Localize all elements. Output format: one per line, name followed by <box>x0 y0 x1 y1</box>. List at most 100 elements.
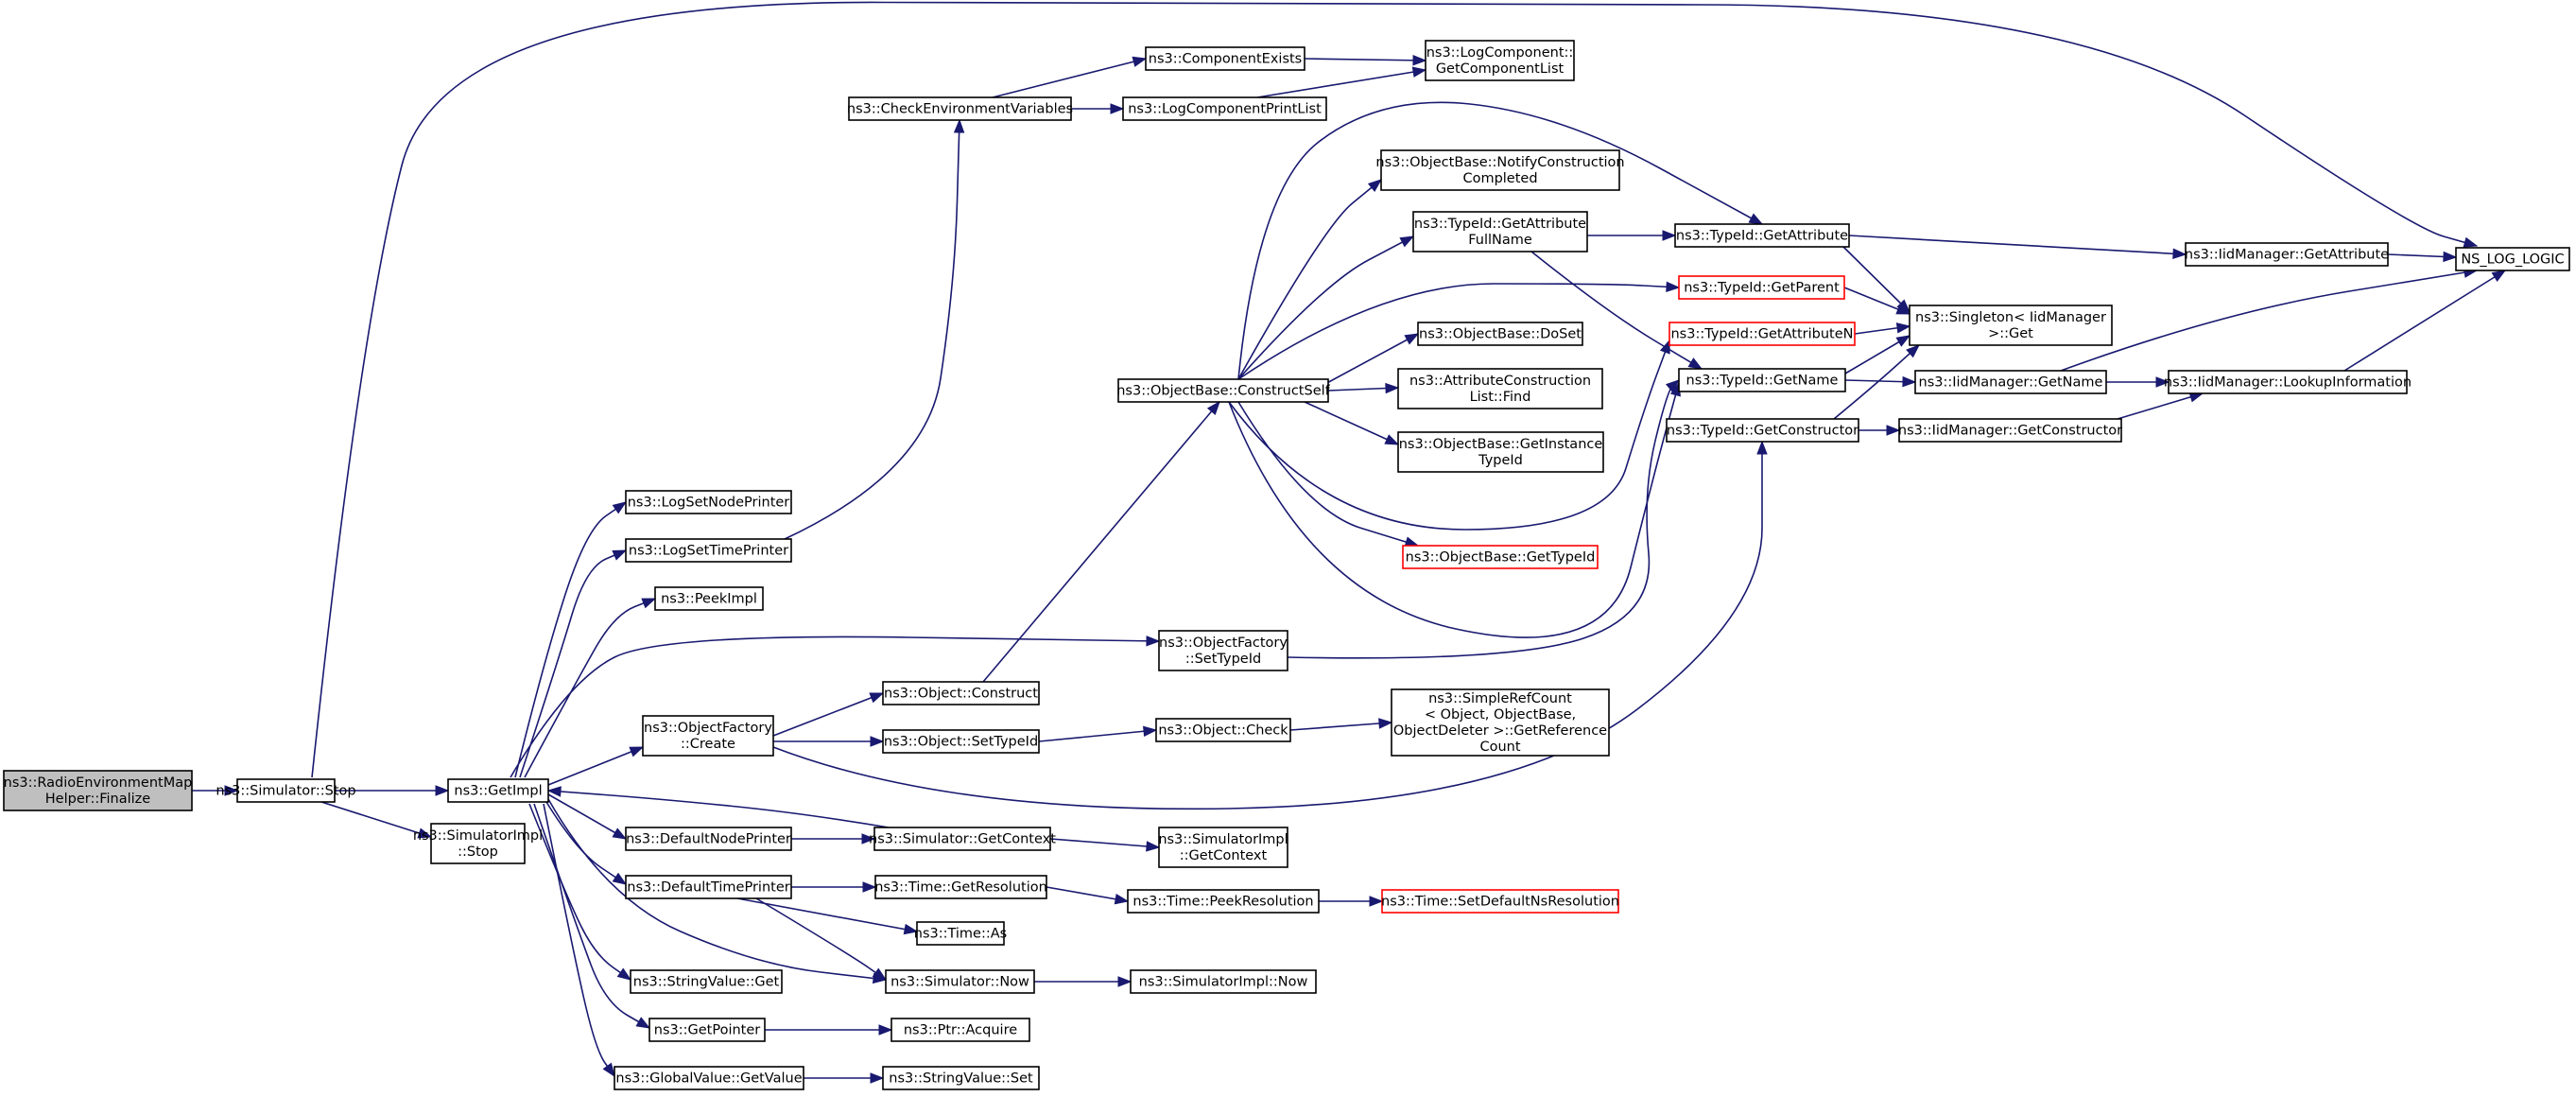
node-strvalset[interactable]: ns3::StringValue::Set <box>882 1066 1040 1090</box>
node-objcheck[interactable]: ns3::Object::Check <box>1155 718 1291 742</box>
node-label: FullName <box>1468 233 1532 248</box>
node-ofsettypeid[interactable]: ns3::ObjectFactory::SetTypeId <box>1158 630 1288 671</box>
edge-line <box>755 897 887 981</box>
edge-line <box>519 549 627 778</box>
node-setdefaultnsres[interactable]: ns3::Time::SetDefaultNsResolution <box>1381 889 1619 914</box>
node-notifyconstruction[interactable]: ns3::ObjectBase::NotifyConstructionCompl… <box>1375 149 1625 191</box>
node-globalvalget[interactable]: ns3::GlobalValue::GetValue <box>614 1066 804 1090</box>
node-iidgetattr[interactable]: ns3::IidManager::GetAttribute <box>2185 242 2389 267</box>
edge-getimpl-to-ofsettypeid <box>510 636 1161 778</box>
node-doset[interactable]: ns3::ObjectBase::DoSet <box>1417 322 1583 346</box>
node-label: ns3::Singleton< IidManager <box>1915 310 2106 325</box>
node-objconstruct[interactable]: ns3::Object::Construct <box>882 681 1040 705</box>
node-getimpl[interactable]: ns3::GetImpl <box>447 778 549 803</box>
node-box <box>236 778 336 803</box>
node-simplerefcount[interactable]: ns3::SimpleRefCount< Object, ObjectBase,… <box>1391 688 1610 757</box>
node-timegetres[interactable]: ns3::Time::GetResolution <box>874 875 1047 899</box>
node-logcompprint[interactable]: ns3::LogComponentPrintList <box>1122 96 1327 121</box>
node-deftimeprinter[interactable]: ns3::DefaultTimePrinter <box>625 875 792 899</box>
node-strvalget[interactable]: ns3::StringValue::Get <box>630 969 783 994</box>
node-box <box>885 969 1035 994</box>
edge-arrowhead <box>2491 270 2507 283</box>
edge-line <box>545 801 627 885</box>
node-box <box>1127 889 1320 914</box>
node-iidgetconstructor[interactable]: ns3::IidManager::GetConstructor <box>1898 418 2122 443</box>
node-constructself[interactable]: ns3::ObjectBase::ConstructSelf <box>1116 378 1331 403</box>
node-peekimpl[interactable]: ns3::PeekImpl <box>654 586 764 611</box>
node-typeidgetparent[interactable]: ns3::TypeId::GetParent <box>1678 275 1845 300</box>
node-compexists[interactable]: ns3::ComponentExists <box>1145 46 1305 71</box>
node-objsettypeid[interactable]: ns3::Object::SetTypeId <box>882 729 1040 754</box>
node-label: ns3::IidManager::GetConstructor <box>1898 424 2122 439</box>
edge-line <box>1228 382 1680 638</box>
node-lognodeprinter[interactable]: ns3::LogSetNodePrinter <box>625 490 792 514</box>
edge-arrowhead <box>2443 251 2458 263</box>
edge-constructself-to-attrconstrfind <box>1327 382 1400 394</box>
node-box <box>1678 275 1845 300</box>
node-box <box>874 875 1047 899</box>
node-getcomplist[interactable]: ns3::LogComponent::GetComponentList <box>1425 40 1575 81</box>
node-simgetcontext[interactable]: ns3::Simulator::GetContext <box>869 827 1056 851</box>
node-typeidgetattr[interactable]: ns3::TypeId::GetAttribute <box>1674 223 1850 248</box>
edge-ofcreate-to-objconstruct <box>772 692 885 737</box>
node-nslog[interactable]: NS_LOG_LOGIC <box>2455 247 2570 271</box>
edge-typeidgetattr-to-iidgetattr <box>1848 235 2187 259</box>
node-simimplnow[interactable]: ns3::SimulatorImpl::Now <box>1130 969 1317 994</box>
node-label: ns3::Time::As <box>914 927 1007 942</box>
edge-arrowhead <box>1114 894 1130 905</box>
edge-getimpl-to-deftimeprinter <box>545 801 628 885</box>
edge-line <box>547 746 644 786</box>
node-simstop[interactable]: ns3::Simulator::Stop <box>216 778 356 803</box>
edge-line <box>547 790 890 828</box>
edge-line <box>1848 235 2187 255</box>
node-box <box>882 681 1040 705</box>
edge-arrowhead <box>602 1062 615 1078</box>
node-box <box>882 729 1040 754</box>
node-logtimeprinter[interactable]: ns3::LogSetTimePrinter <box>625 538 792 563</box>
node-box <box>1397 368 1603 409</box>
node-label: ns3::CheckEnvironmentVariables <box>847 102 1073 117</box>
edge-compexists-to-getcomplist <box>1304 55 1427 66</box>
edge-arrowhead <box>1895 322 1911 334</box>
edge-arrowhead <box>635 1017 651 1029</box>
edge-simnow-to-simimplnow <box>1034 976 1132 987</box>
node-simimplstop[interactable]: ns3::SimulatorImpl::Stop <box>413 823 543 864</box>
edge-getattrfullname-to-typeidgetname <box>1530 251 1703 370</box>
node-box <box>1666 418 1859 443</box>
node-typeidgetattrn[interactable]: ns3::TypeId::GetAttributeN <box>1668 322 1856 346</box>
node-iidlookup[interactable]: ns3::IidManager::LookupInformation <box>2164 370 2412 394</box>
node-typeidgetname[interactable]: ns3::TypeId::GetName <box>1678 368 1846 392</box>
node-objbasegettypeid[interactable]: ns3::ObjectBase::GetTypeId <box>1402 545 1599 569</box>
node-label: ns3::TypeId::GetConstructor <box>1667 424 1859 439</box>
node-singletonget[interactable]: ns3::Singleton< IidManager >::Get <box>1909 305 2113 346</box>
node-label: ns3::Object::Check <box>1158 723 1288 739</box>
node-simimplgetcontext[interactable]: ns3::SimulatorImpl::GetContext <box>1158 827 1288 868</box>
node-box <box>2168 370 2408 394</box>
node-label: ns3::LogSetTimePrinter <box>629 544 788 559</box>
node-ptracquire[interactable]: ns3::Ptr::Acquire <box>890 1018 1030 1042</box>
node-getpointer[interactable]: ns3::GetPointer <box>648 1018 766 1042</box>
node-checkenv[interactable]: ns3::CheckEnvironmentVariables <box>847 96 1073 121</box>
edge-line <box>1046 886 1129 902</box>
edge-arrowhead <box>435 785 450 796</box>
node-simnow[interactable]: ns3::Simulator::Now <box>885 969 1035 994</box>
edge-line <box>736 897 918 932</box>
node-box <box>614 1066 804 1090</box>
node-label: ns3::TypeId::GetAttribute <box>1414 217 1586 232</box>
node-typeidgetconstructor[interactable]: ns3::TypeId::GetConstructor <box>1666 418 1859 443</box>
node-label: ns3::DefaultTimePrinter <box>627 880 789 896</box>
node-defnodeprinter[interactable]: ns3::DefaultNodePrinter <box>625 827 792 851</box>
edge-line <box>1842 246 1910 313</box>
edge-arrowhead <box>872 967 888 981</box>
node-iidgetname[interactable]: ns3::IidManager::GetName <box>1914 370 2107 394</box>
node-timepeekres[interactable]: ns3::Time::PeekResolution <box>1127 889 1320 914</box>
edge-simstop-to-getimpl <box>335 785 450 796</box>
edge-arrowhead <box>1756 440 1768 455</box>
node-ofcreate[interactable]: ns3::ObjectFactory::Create <box>642 715 774 757</box>
node-timeas[interactable]: ns3::Time::As <box>914 921 1007 946</box>
